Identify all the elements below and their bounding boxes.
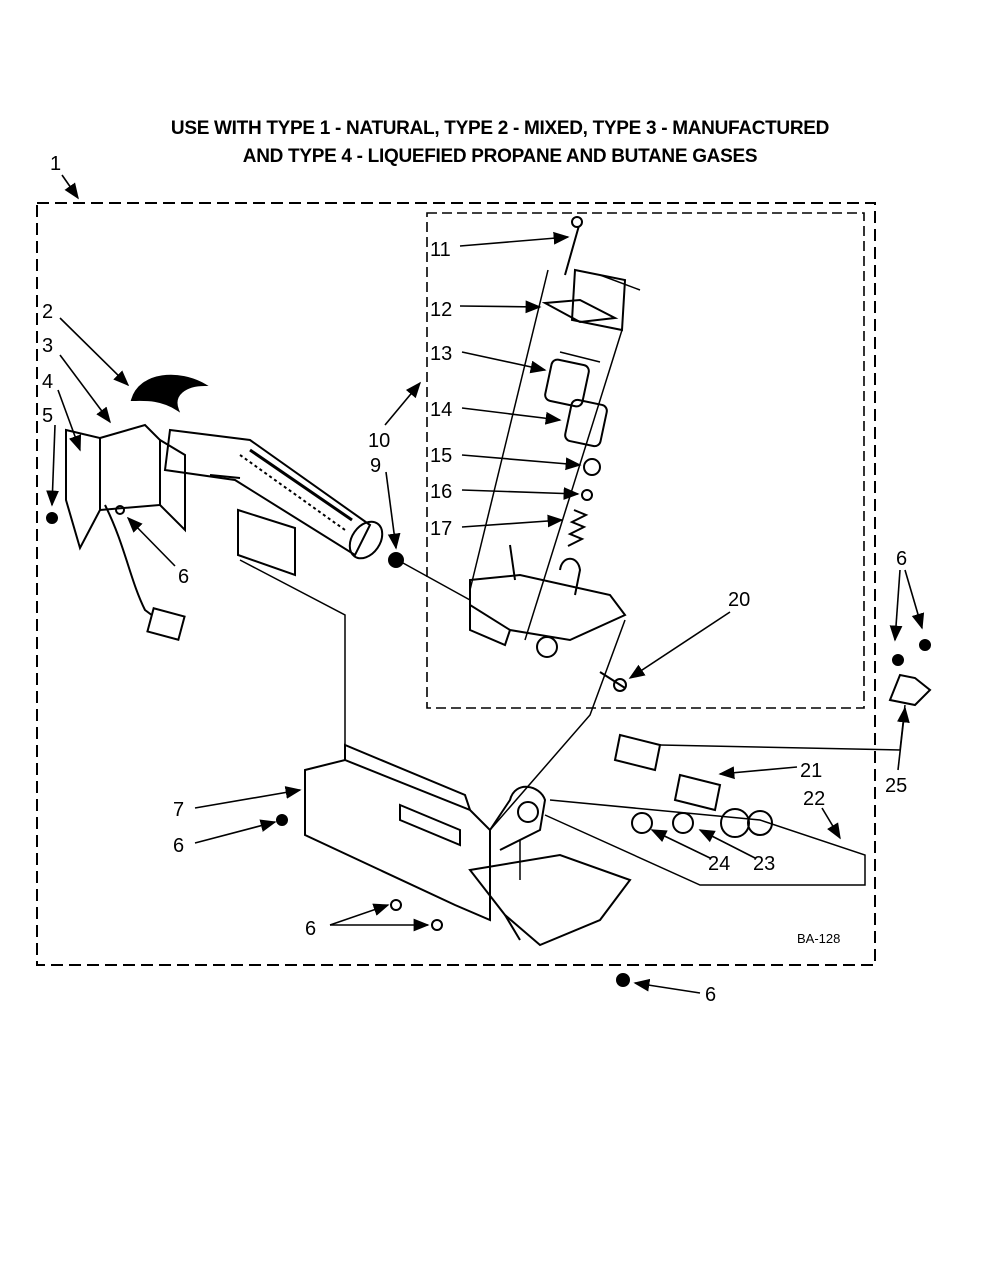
callout-21: 21 [800, 760, 822, 782]
callout-12: 12 [430, 299, 452, 321]
callout-1: 1 [50, 153, 61, 175]
callout-13: 13 [430, 343, 452, 365]
callout-11: 11 [430, 239, 451, 261]
callout-22: 22 [803, 788, 825, 810]
callout-6-base: 6 [705, 984, 716, 1006]
callout-16: 16 [430, 481, 452, 503]
callout-7: 7 [173, 799, 184, 821]
callout-14: 14 [430, 399, 452, 421]
gas-valve-assembly [469, 216, 641, 692]
diagram-code: BA-128 [797, 931, 840, 946]
burner-assembly [46, 374, 471, 641]
callout-6-clamp: 6 [896, 548, 907, 570]
callout-10: 10 [368, 430, 390, 452]
callout-2: 2 [42, 301, 53, 323]
callout-5: 5 [42, 405, 53, 427]
leader-lines [46, 174, 925, 994]
assembly-boundary [36, 202, 876, 966]
callout-4: 4 [42, 371, 53, 393]
callout-3: 3 [42, 335, 53, 357]
callout-6-bracket: 6 [173, 835, 184, 857]
inlet-fittings [489, 619, 932, 886]
title-line-1: USE WITH TYPE 1 - NATURAL, TYPE 2 - MIXE… [170, 118, 830, 139]
valve-assembly-boundary [426, 212, 865, 709]
callout-6-burner: 6 [178, 566, 189, 588]
callout-20: 20 [728, 589, 750, 611]
callout-17: 17 [430, 518, 452, 540]
title-line-2: AND TYPE 4 - LIQUEFIED PROPANE AND BUTAN… [242, 146, 758, 167]
callout-25: 25 [885, 775, 907, 797]
callout-labels: 1 2 3 4 5 6 9 10 11 12 13 14 15 16 17 20… [42, 153, 907, 1006]
callout-24: 24 [708, 853, 730, 875]
mounting-bracket [239, 559, 632, 987]
callout-23: 23 [753, 853, 775, 875]
callout-15: 15 [430, 445, 452, 467]
callout-6-screws: 6 [305, 918, 316, 940]
callout-9: 9 [370, 455, 381, 477]
